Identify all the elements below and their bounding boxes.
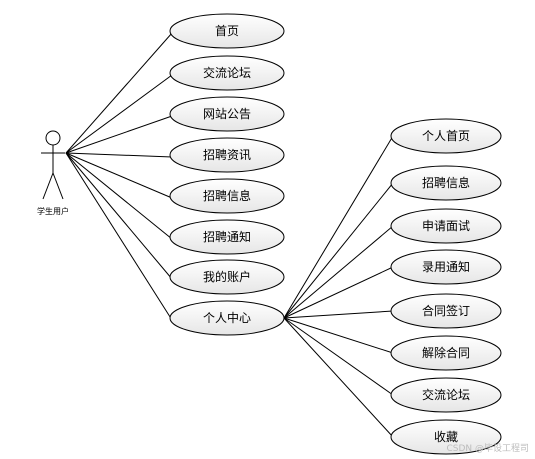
use-case-0-ellipse <box>169 13 285 49</box>
sub-use-case-0-label: 个人首页 <box>422 129 470 143</box>
association-line <box>283 135 394 319</box>
use-case-1-label: 交流论坛 <box>203 65 251 80</box>
sub-use-case-1: 招聘信息 <box>390 165 502 201</box>
use-case-7: 个人中心 <box>169 300 285 336</box>
association-line <box>65 115 173 154</box>
use-case-4-ellipse <box>169 178 285 214</box>
association-line <box>65 152 173 199</box>
sub-use-case-2: 申请面试 <box>390 208 502 244</box>
actor-label: 学生用户 <box>37 206 69 216</box>
use-case-4: 招聘信息 <box>169 178 285 214</box>
sub-use-case-2-label: 申请面试 <box>422 218 470 233</box>
use-case-3-ellipse <box>169 137 285 173</box>
sub-use-case-1-label: 招聘信息 <box>422 175 470 190</box>
sub-use-case-4-ellipse <box>390 293 502 329</box>
association-line <box>65 152 173 240</box>
association-line <box>283 317 394 396</box>
use-case-2-ellipse <box>169 96 285 132</box>
association-line <box>65 152 173 158</box>
association-line <box>283 310 394 319</box>
use-case-3-label: 招聘资讯 <box>203 148 251 162</box>
use-case-6-ellipse <box>169 259 285 295</box>
sub-use-case-0: 个人首页 <box>390 118 502 154</box>
sub-use-case-0-ellipse <box>390 118 502 154</box>
use-case-5-label: 招聘通知 <box>203 230 251 244</box>
sub-use-case-6-ellipse <box>390 377 502 413</box>
association-line <box>283 317 394 438</box>
sub-use-case-7-label: 收藏 <box>434 430 458 444</box>
actor-stick-figure <box>41 130 65 200</box>
association-line <box>283 317 394 354</box>
association-line <box>283 225 394 319</box>
sub-use-case-3-ellipse <box>390 249 502 285</box>
association-line <box>65 152 173 280</box>
use-case-3: 招聘资讯 <box>169 137 285 173</box>
sub-use-case-4-label: 合同签订 <box>422 303 470 318</box>
sub-use-case-6: 交流论坛 <box>390 377 502 413</box>
use-case-4-label: 招聘信息 <box>203 188 251 203</box>
sub-use-case-5-label: 解除合同 <box>422 345 470 360</box>
sub-use-case-4: 合同签订 <box>390 293 502 329</box>
sub-use-case-1-ellipse <box>390 165 502 201</box>
use-case-5-ellipse <box>169 219 285 255</box>
sub-use-case-7: 收藏 <box>390 419 502 455</box>
center-associations <box>283 135 394 438</box>
use-case-0: 首页 <box>169 13 285 49</box>
sub-use-case-6-label: 交流论坛 <box>422 387 470 402</box>
use-case-0-label: 首页 <box>215 24 239 38</box>
association-line <box>283 266 394 319</box>
association-line <box>283 182 394 319</box>
association-line <box>65 74 173 154</box>
use-case-6-label: 我的账户 <box>203 269 251 284</box>
sub-use-case-7-ellipse <box>390 419 502 455</box>
sub-use-case-2-ellipse <box>390 208 502 244</box>
use-case-1-ellipse <box>169 55 285 91</box>
use-case-2: 网站公告 <box>169 96 285 132</box>
actor-right-leg <box>52 172 64 200</box>
actor-head <box>45 130 61 146</box>
actor-left-leg <box>42 172 54 200</box>
sub-use-case-5-ellipse <box>390 335 502 371</box>
watermark: CSDN @毕设工程司 <box>446 442 529 454</box>
sub-use-case-5: 解除合同 <box>390 335 502 371</box>
sub-use-case-3-label: 录用通知 <box>422 260 470 274</box>
association-line <box>65 32 173 154</box>
use-case-1: 交流论坛 <box>169 55 285 91</box>
association-line <box>65 152 173 321</box>
use-case-2-label: 网站公告 <box>203 107 251 121</box>
sub-use-case-3: 录用通知 <box>390 249 502 285</box>
use-case-6: 我的账户 <box>169 259 285 295</box>
use-case-7-label: 个人中心 <box>203 310 251 325</box>
use-case-7-ellipse <box>169 300 285 336</box>
actor-associations <box>65 32 173 321</box>
use-case-5: 招聘通知 <box>169 219 285 255</box>
